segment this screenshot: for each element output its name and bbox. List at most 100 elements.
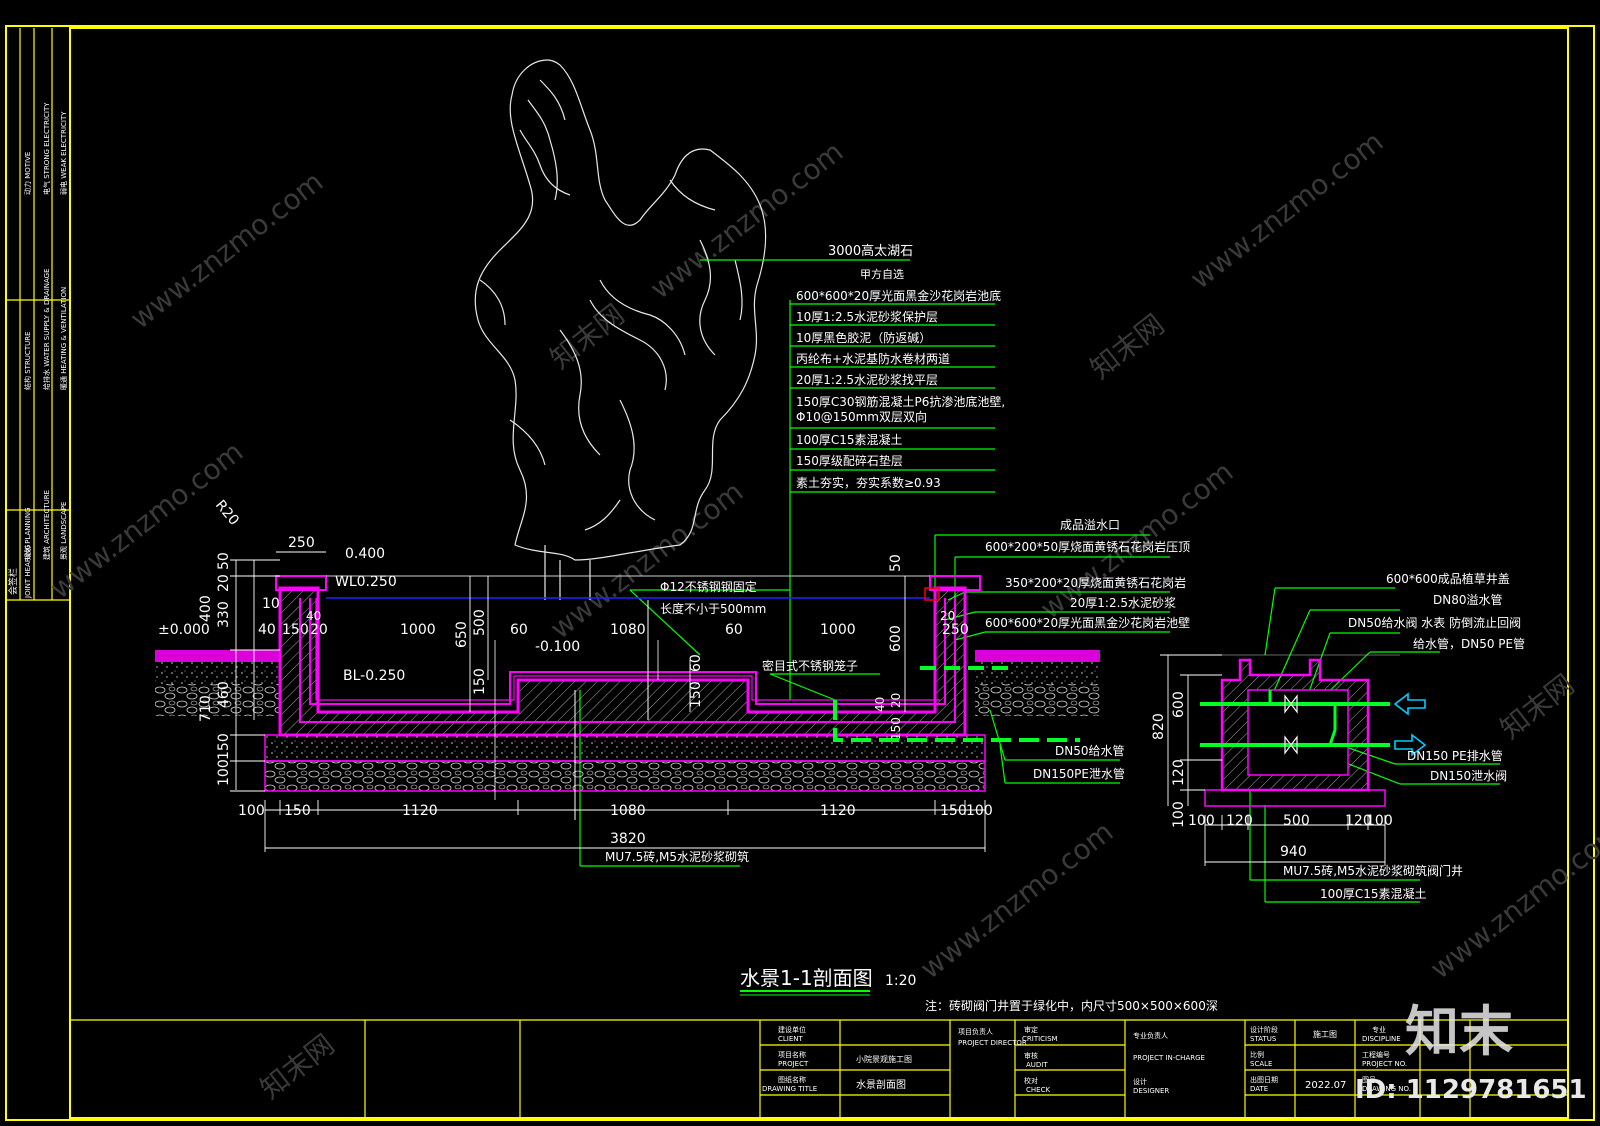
valve-note-supply-valve: DN50给水阀 水表 防倒流止回阀 bbox=[1348, 615, 1521, 630]
dim-inner-40: 40 bbox=[306, 609, 321, 623]
strip-label-strong: 电气 STRONG ELECTRICITY bbox=[42, 102, 51, 195]
tb-designer-en: DESIGNER bbox=[1133, 1087, 1169, 1095]
label-water-level: WL0.250 bbox=[335, 574, 397, 590]
pool-section bbox=[155, 575, 1100, 820]
strip-label-water: 给排水 WATER SUPPLY & DRAINAGE bbox=[42, 268, 51, 390]
dim-inner-150d: 150 bbox=[889, 717, 903, 740]
dim-inner-60b: 60 bbox=[725, 622, 743, 638]
tb-project-cn: 项目名称 bbox=[778, 1050, 806, 1059]
valve-dim-120a: 120 bbox=[1226, 813, 1253, 829]
dim-inner-250: 250 bbox=[942, 622, 969, 638]
dim-inner-150: 150 bbox=[282, 622, 309, 638]
label-r20: R20 bbox=[212, 497, 242, 528]
label-dn50-supply: DN50给水管 bbox=[1055, 743, 1125, 758]
strip-label-hvac: 暖通 HEATING & VENTILATION bbox=[59, 287, 68, 390]
layer-note-1: 600*600*20厚光面黑金沙花岗岩池底 bbox=[796, 288, 1001, 303]
drawing-frame bbox=[5, 25, 1595, 1121]
tb-project-value: 小院景观施工图 bbox=[856, 1054, 912, 1064]
tb-designer-cn: 设计 bbox=[1133, 1077, 1147, 1086]
dim-left-460: 460 bbox=[216, 681, 232, 708]
label-cage: 密目式不锈钢笼子 bbox=[762, 658, 858, 673]
tb-date-value: 2022.07 bbox=[1305, 1080, 1346, 1091]
svg-text:www.znzmo.com: www.znzmo.com bbox=[1184, 125, 1389, 296]
dim-bottom-1120b: 1120 bbox=[820, 803, 856, 819]
valve-note-drain-pipe: DN150 PE排水管 bbox=[1407, 748, 1503, 763]
leader-lines bbox=[579, 259, 1500, 903]
dim-bottom-150b: 150 bbox=[940, 803, 967, 819]
watermark-id: ID: 1129781651 bbox=[1355, 1075, 1587, 1105]
right-note-mortar: 20厚1:2.5水泥砂浆 bbox=[1070, 595, 1176, 610]
tb-project-en: PROJECT bbox=[778, 1060, 809, 1068]
drawing-title: 水景1-1剖面图 bbox=[740, 966, 873, 990]
dim-left-330: 330 bbox=[216, 601, 232, 628]
layer-note-5: 20厚1:2.5水泥砂浆找平层 bbox=[796, 372, 938, 387]
dim-inner-1080: 1080 bbox=[610, 622, 646, 638]
svg-text:www.znzmo.com: www.znzmo.com bbox=[914, 815, 1119, 986]
tb-status-cn: 设计阶段 bbox=[1250, 1025, 1278, 1034]
dim-left-40: 40 bbox=[258, 622, 276, 638]
dim-inner-150c: 150 bbox=[688, 681, 704, 708]
strip-label-architecture: 建筑 ARCHITECTURE bbox=[42, 490, 51, 560]
valve-dim-100b: 100 bbox=[1366, 813, 1393, 829]
dim-bottom-1080: 1080 bbox=[610, 803, 646, 819]
svg-text:知末网: 知末网 bbox=[1084, 308, 1171, 386]
dim-inner-1000a: 1000 bbox=[400, 622, 436, 638]
dim-left-400: 400 bbox=[198, 595, 214, 622]
valve-dim-820: 820 bbox=[1151, 713, 1167, 740]
tb-client-en: CLIENT bbox=[778, 1035, 804, 1043]
valve-note-drain-valve: DN150泄水阀 bbox=[1430, 769, 1507, 783]
rock-note-select: 甲方自选 bbox=[860, 267, 904, 281]
tb-title-value: 水景剖面图 bbox=[856, 1078, 906, 1091]
tb-client-cn: 建设单位 bbox=[778, 1025, 806, 1034]
tb-audit-en: AUDIT bbox=[1026, 1061, 1048, 1069]
dimension-lines bbox=[230, 551, 986, 852]
dim-top-250: 250 bbox=[288, 535, 315, 551]
dim-inner-150b: 150 bbox=[472, 668, 488, 695]
tb-status-en: STATUS bbox=[1250, 1035, 1277, 1043]
tb-date-cn: 出图日期 bbox=[1250, 1075, 1278, 1084]
valve-note-overflow: DN80溢水管 bbox=[1433, 592, 1503, 607]
dim-inner-40b: 40 bbox=[873, 697, 887, 712]
tb-drawno-cn: 图号 bbox=[1362, 1076, 1376, 1084]
svg-text:www.znzmo.com: www.znzmo.com bbox=[1424, 815, 1600, 986]
svg-text:知末网: 知末网 bbox=[544, 298, 631, 376]
dim-inner-650: 650 bbox=[454, 621, 470, 648]
tb-title-cn: 图纸名称 bbox=[778, 1075, 806, 1084]
dim-bottom-100b: 100 bbox=[966, 803, 993, 819]
label-steel-bar-2: 长度不小于500mm bbox=[660, 601, 766, 616]
label-mid-elev: -0.100 bbox=[535, 639, 580, 655]
tb-drawno-en: DRAWING NO. bbox=[1362, 1085, 1411, 1093]
right-note-overflow: 成品溢水口 bbox=[1060, 518, 1120, 532]
dim-inner-60c: 60 bbox=[688, 654, 704, 672]
strip-label-joint: 会签栏 bbox=[7, 568, 19, 595]
right-note-wall: 600*600*20厚光面黑金沙花岗岩池壁 bbox=[985, 615, 1190, 630]
svg-text:www.znzmo.com: www.znzmo.com bbox=[644, 135, 849, 306]
taihu-rock bbox=[474, 59, 767, 600]
dim-bottom-1120a: 1120 bbox=[402, 803, 438, 819]
dim-left-710: 710 bbox=[198, 695, 214, 722]
valve-dim-120b: 120 bbox=[1345, 813, 1372, 829]
svg-text:知末网: 知末网 bbox=[254, 1028, 341, 1106]
layer-note-10: 素土夯实，夯实系数≥0.93 bbox=[796, 475, 941, 490]
signoff-strip bbox=[6, 28, 70, 601]
dim-left-10: 10 bbox=[262, 596, 280, 612]
strip-label-planning: 规划 PLANNING bbox=[23, 508, 32, 561]
dim-inner-500: 500 bbox=[472, 609, 488, 636]
tb-discipline-cn: 专业 bbox=[1372, 1025, 1386, 1034]
tb-incharge-cn: 专业负责人 bbox=[1133, 1031, 1168, 1040]
tb-date-en: DATE bbox=[1250, 1085, 1268, 1093]
dim-left-20: 20 bbox=[216, 574, 232, 592]
right-note-granite: 350*200*20厚烧面黄锈石花岗岩 bbox=[1005, 575, 1186, 590]
tb-criticism-en: CRITICISM bbox=[1022, 1035, 1058, 1043]
strip-label-weak: 弱电 WEAK ELECTRICITY bbox=[59, 111, 68, 195]
dim-inner-600: 600 bbox=[888, 625, 904, 652]
dim-inner-60a: 60 bbox=[510, 622, 528, 638]
layer-note-8: 100厚C15素混凝土 bbox=[796, 432, 903, 447]
right-note-coping: 600*200*50厚烧面黄锈石花岗岩压顶 bbox=[985, 539, 1190, 554]
valve-dim-100a: 100 bbox=[1188, 813, 1215, 829]
label-brick: MU7.5砖,M5水泥砂浆砌筑 bbox=[605, 849, 749, 864]
tb-scale-cn: 比例 bbox=[1250, 1050, 1264, 1059]
layer-note-6: 150厚C30钢筋混凝土P6抗渗池底池壁, bbox=[796, 394, 1005, 409]
tb-title-en: DRAWING TITLE bbox=[762, 1085, 817, 1093]
dim-bottom-100a: 100 bbox=[238, 803, 265, 819]
